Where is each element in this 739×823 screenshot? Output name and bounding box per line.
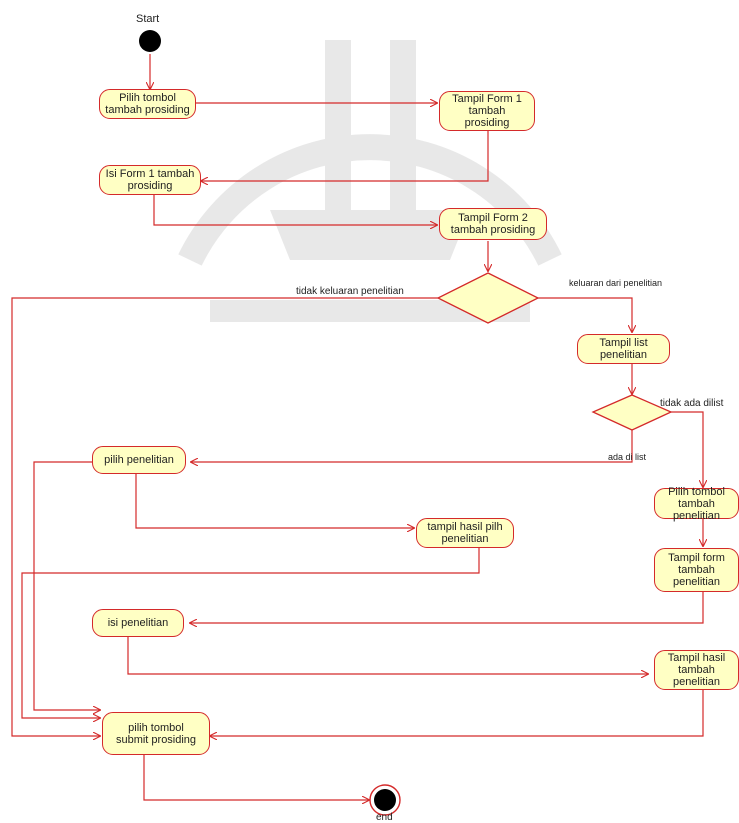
decision-ada-di-list	[591, 394, 673, 431]
flow-a2-to-a3	[201, 131, 489, 181]
end-node-ring	[369, 784, 401, 816]
guard-keluaran-dari-penelitian: keluaran dari penelitian	[569, 278, 663, 288]
action-pilih-tombol-tambah-prosiding: Pilih tombol tambah prosiding	[99, 89, 196, 119]
action-pilih-tombol-submit-prosiding: pilih tombol submit prosiding	[102, 712, 210, 755]
action-tampil-hasil-pilih-penelitian: tampil hasil pilh penelitian	[416, 518, 514, 548]
start-node	[139, 30, 161, 52]
flow-decision2-to-a8	[670, 411, 703, 487]
flow-decision2-to-a6	[191, 430, 633, 462]
action-isi-penelitian: isi penelitian	[92, 609, 184, 637]
university-logo-watermark	[178, 40, 562, 322]
flow-a11-to-a12	[210, 690, 704, 736]
flow-a12-to-end	[143, 755, 369, 800]
flow-decision1-to-a12	[11, 297, 438, 736]
flow-a6-to-a12	[33, 461, 100, 710]
flow-a9-to-a10	[190, 592, 704, 623]
action-tampil-list-penelitian: Tampil list penelitian	[577, 334, 670, 364]
action-tampil-hasil-tambah-penelitian: Tampil hasil tambah penelitian	[654, 650, 739, 690]
flow-decision1-to-a5	[537, 297, 632, 332]
action-tampil-form-tambah-penelitian: Tampil form tambah penelitian	[654, 548, 739, 592]
flow-a6-to-a7	[135, 474, 414, 528]
guard-tidak-keluaran-penelitian: tidak keluaran penelitian	[296, 286, 404, 297]
action-pilih-penelitian: pilih penelitian	[92, 446, 186, 474]
action-isi-form1-tambah-prosiding: Isi Form 1 tambah prosiding	[99, 165, 201, 195]
guard-ada-di-list: ada di list	[608, 452, 647, 462]
action-tampil-form2-tambah-prosiding: Tampil Form 2 tambah prosiding	[439, 208, 547, 240]
end-label: end	[376, 812, 393, 823]
action-tampil-form1-tambah-prosiding: Tampil Form 1 tambah prosiding	[439, 91, 535, 131]
flow-a10-to-a11	[127, 637, 648, 674]
start-label: Start	[136, 13, 160, 25]
end-node	[374, 789, 396, 811]
guard-tidak-ada-dilist: tidak ada dilist	[660, 398, 724, 409]
decision-keluaran-penelitian	[436, 272, 540, 324]
action-pilih-tombol-tambah-penelitian: Pilih tombol tambah penelitian	[654, 486, 739, 522]
flow-a7-to-a12	[21, 548, 480, 718]
flow-a3-to-a4	[153, 195, 437, 225]
